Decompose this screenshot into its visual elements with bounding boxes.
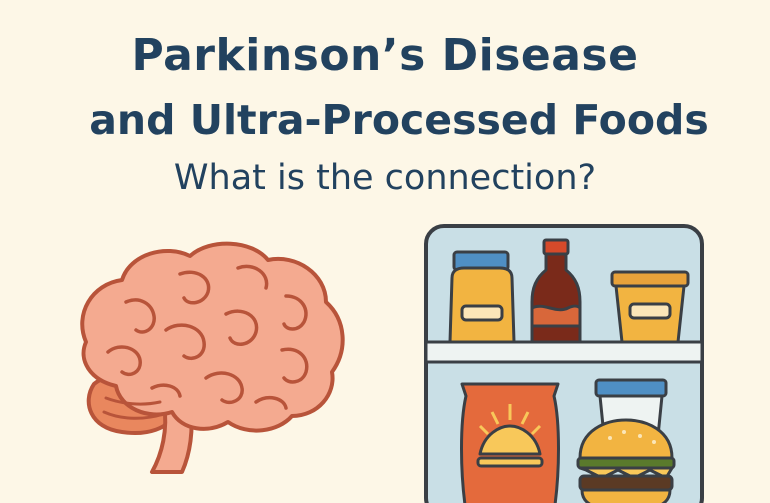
title-line-2: and Ultra-Processed Foods: [89, 96, 709, 144]
subtitle: What is the connection?: [173, 158, 597, 198]
fridge-shelf: [424, 340, 704, 364]
fridge-with-processed-foods-icon: [424, 224, 704, 503]
chip-bag-icon: [460, 382, 560, 503]
jar-icon: [448, 250, 516, 344]
soda-bottle-icon: [530, 238, 582, 344]
title-line-1: Parkinson’s Disease: [131, 30, 639, 81]
tub-icon: [610, 270, 690, 344]
burger-icon: [576, 418, 676, 503]
brain-icon: [80, 241, 345, 474]
